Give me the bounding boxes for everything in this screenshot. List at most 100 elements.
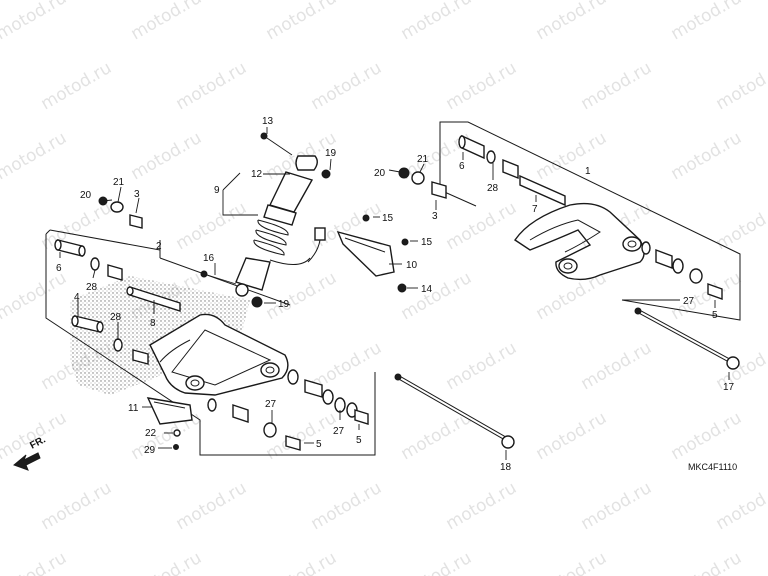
watermark-text: motod.ru [578, 58, 656, 114]
dust-seal-27-right [689, 268, 703, 284]
callout-27-right: 27 [683, 296, 695, 307]
callout-12: 12 [251, 169, 263, 180]
seal-ring-left-a [287, 369, 299, 385]
seal-ring-left-e [207, 398, 217, 412]
watermark-text: motod.ru [308, 58, 386, 114]
seal-ring-left-c [334, 397, 346, 413]
watermark-text: motod.ru [443, 198, 521, 254]
rear-shock-absorber [235, 132, 331, 308]
watermark-text: motod.ru [443, 478, 521, 534]
callout-5-right: 5 [712, 310, 718, 321]
watermark-text: motod.ru [443, 58, 521, 114]
callout-21-right: 21 [417, 154, 429, 165]
pivot-bolt-17 [634, 307, 740, 370]
watermark-text: motod.ru [533, 128, 611, 184]
seal-ring-left-b [322, 389, 334, 405]
bearing-right-a [655, 248, 673, 270]
callout-8: 8 [150, 318, 156, 329]
collar-5-lower [285, 435, 301, 451]
stipple-shading [70, 276, 250, 395]
front-direction-arrow [13, 452, 41, 471]
watermark-text: motod.ru [263, 548, 341, 576]
watermark-text: motod.ru [263, 268, 341, 324]
bearing-left-b [232, 404, 249, 423]
bearing-left-a [304, 379, 323, 398]
watermark-text: motod.ru [398, 0, 476, 44]
callout-11: 11 [128, 403, 139, 414]
callout-5-left-a: 5 [316, 439, 322, 450]
bracket-10 [336, 230, 395, 277]
watermark-text: motod.ru [263, 408, 341, 464]
bolt-15-top [362, 214, 370, 222]
callout-29: 29 [144, 445, 156, 456]
needle-bearing-right [502, 158, 519, 180]
dust-seal-28-right [486, 150, 496, 164]
callout-9: 9 [214, 185, 220, 196]
callout-20-left: 20 [80, 190, 92, 201]
watermark-text: motod.ru [398, 548, 476, 576]
watermark-text: motod.ru [668, 548, 746, 576]
watermark-text: motod.ru [668, 408, 746, 464]
watermark-text: motod.ru [128, 0, 206, 44]
watermark-text: motod.ru [38, 478, 116, 534]
leader-lines [59, 127, 730, 460]
callout-10: 10 [406, 260, 418, 271]
watermark-text: motod.ru [0, 268, 70, 324]
callout-28-left-top: 28 [86, 282, 98, 293]
callout-18: 18 [500, 462, 512, 473]
callout-15-top: 15 [382, 213, 394, 224]
callout-21-left: 21 [113, 177, 125, 188]
needle-bearing-left-bottom [132, 349, 149, 365]
watermark-text: motod.ru [263, 0, 341, 44]
watermark-text: motod.ru [398, 268, 476, 324]
watermark-text: motod.ru [713, 338, 768, 394]
pivot-bolt-18 [394, 373, 515, 449]
chain-slider-11 [146, 397, 193, 425]
watermark-text: motod.ru [308, 478, 386, 534]
pivot-collar-6-left [54, 239, 86, 257]
bolt-29 [173, 444, 179, 450]
swingarm-left [149, 313, 289, 396]
swingarm-right [514, 202, 645, 281]
bolt-15-right [401, 238, 409, 246]
seal-ring-right-a [641, 241, 651, 255]
washer-21-right [411, 171, 425, 185]
watermark-text: motod.ru [668, 128, 746, 184]
pivot-collar-6-right [458, 134, 485, 160]
watermark-text: motod.ru [668, 0, 746, 44]
watermark-text: motod.ru [533, 548, 611, 576]
watermark-text: motod.ru [668, 268, 746, 324]
watermark-text: motod.ru [533, 408, 611, 464]
seal-ring-right-b [672, 258, 684, 274]
watermark-text: motod.ru [128, 128, 206, 184]
callout-labels: 13 19 12 9 16 19 15 15 10 14 20 21 3 2 6… [56, 116, 735, 473]
watermark-text: motod.ru [128, 548, 206, 576]
callout-3-right: 3 [432, 211, 438, 222]
nut-20-right [398, 167, 410, 179]
watermark-text: motod.ru [713, 478, 768, 534]
pivot-pipe-8 [126, 286, 181, 312]
diagram-code: MKC4F1110 [688, 462, 737, 472]
right-assembly-frame [439, 121, 741, 321]
dust-seal-28-left-top [90, 257, 100, 271]
watermark-text: motod.ru [0, 0, 70, 44]
watermark-text: motod.ru [0, 548, 70, 576]
left-assembly-frame [45, 234, 376, 456]
callout-22: 22 [145, 428, 157, 439]
dust-seal-27-left [263, 422, 277, 438]
callout-28-left-bottom: 28 [110, 312, 122, 323]
dust-seal-28-left-bottom [113, 338, 123, 352]
collar-5-left [354, 409, 369, 425]
callout-2: 2 [156, 241, 162, 252]
collar-22 [173, 429, 181, 437]
nut-14 [397, 283, 407, 293]
pivot-collar-4 [71, 315, 104, 333]
watermark-text: motod.ru [578, 338, 656, 394]
callout-20-right: 20 [374, 168, 386, 179]
callout-17: 17 [723, 382, 735, 393]
watermark-text: motod.ru [713, 58, 768, 114]
watermark-text: motod.ru [443, 338, 521, 394]
watermark-text: motod.ru [578, 478, 656, 534]
callout-3-left: 3 [134, 189, 140, 200]
